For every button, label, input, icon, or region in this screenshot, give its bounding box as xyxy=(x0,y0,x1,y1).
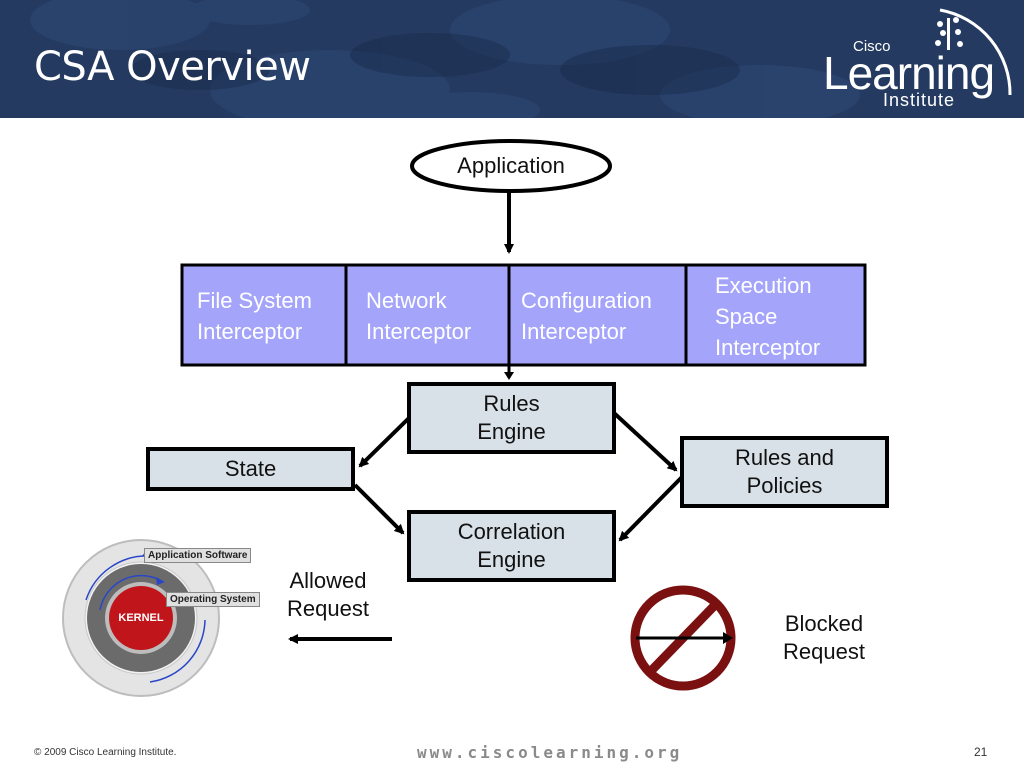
blocked-icon xyxy=(630,585,736,691)
blocked-request-line1: Blocked xyxy=(784,611,864,636)
application-ellipse xyxy=(410,139,612,193)
logo-cisco-text: Cisco xyxy=(853,38,891,55)
rules-policies-label: Rules and Policies xyxy=(682,444,887,500)
execution-space-interceptor-box xyxy=(684,263,867,367)
slide-title: CSA Overview xyxy=(34,44,311,90)
kernel-rings-graphic xyxy=(62,539,220,697)
rules-policies-line2: Policies xyxy=(746,473,823,498)
network-interceptor-line1: Network xyxy=(366,288,447,313)
blocked-request-label: Blocked Request xyxy=(762,610,886,666)
application-software-ring-label: Application Software xyxy=(144,548,252,563)
interceptor-row xyxy=(180,263,867,367)
correlation-engine-box xyxy=(407,510,616,582)
footer-url: www.ciscolearning.org xyxy=(417,743,683,762)
arrow-state-to-correlation xyxy=(353,483,405,535)
rules-engine-label: Rules Engine xyxy=(409,390,614,446)
rules-engine-line1: Rules xyxy=(483,391,540,416)
arrow-policies-to-correlation xyxy=(618,475,684,542)
execution-space-interceptor-line2: Space xyxy=(715,304,778,329)
execution-space-interceptor-label: Execution Space Interceptor xyxy=(715,270,820,363)
header-texture xyxy=(0,0,1024,123)
rules-policies-line1: Rules and xyxy=(734,445,835,470)
configuration-interceptor-line2: Interceptor xyxy=(521,319,627,344)
arrow-rules-to-policies xyxy=(612,411,678,472)
file-system-interceptor-line2: Interceptor xyxy=(197,319,303,344)
file-system-interceptor-line1: File System xyxy=(197,288,312,313)
blocked-request-line2: Request xyxy=(783,639,865,664)
logo-learning-text: Learning xyxy=(823,47,995,99)
application-label: Application xyxy=(457,153,565,178)
configuration-interceptor-label: Configuration Interceptor xyxy=(521,285,652,347)
file-system-interceptor-box xyxy=(180,263,348,367)
rules-engine-line2: Engine xyxy=(477,419,546,444)
execution-space-interceptor-line1: Execution xyxy=(715,273,812,298)
correlation-engine-line2: Engine xyxy=(477,547,546,572)
network-interceptor-box xyxy=(344,263,511,367)
arrow-rules-to-state xyxy=(358,416,411,468)
footer-copyright: © 2009 Cisco Learning Institute. xyxy=(34,747,177,758)
arrow-interceptors-to-rules-head xyxy=(504,372,514,380)
header-banner: CSA Overview Cisco Learning Institute xyxy=(0,0,1024,123)
file-system-interceptor-label: File System Interceptor xyxy=(197,285,312,347)
network-interceptor-line2: Interceptor xyxy=(366,319,472,344)
allowed-request-label: Allowed Request xyxy=(268,567,388,623)
state-label: State xyxy=(224,456,277,481)
correlation-engine-label: Correlation Engine xyxy=(409,518,614,574)
configuration-interceptor-line1: Configuration xyxy=(521,288,652,313)
logo-institute-text: Institute xyxy=(883,90,956,110)
allowed-request-line1: Allowed xyxy=(289,568,367,593)
state-box xyxy=(146,447,355,491)
footer-page-number: 21 xyxy=(974,745,988,759)
network-interceptor-label: Network Interceptor xyxy=(366,285,471,347)
allowed-request-line2: Request xyxy=(287,596,369,621)
kernel-label: KERNEL xyxy=(118,612,164,624)
logo-tree-icon xyxy=(935,8,1012,96)
configuration-interceptor-box xyxy=(507,263,688,367)
rules-policies-box xyxy=(680,436,889,508)
correlation-engine-line1: Correlation xyxy=(457,519,566,544)
execution-space-interceptor-line3: Interceptor xyxy=(715,335,821,360)
operating-system-ring-label: Operating System xyxy=(166,592,260,607)
